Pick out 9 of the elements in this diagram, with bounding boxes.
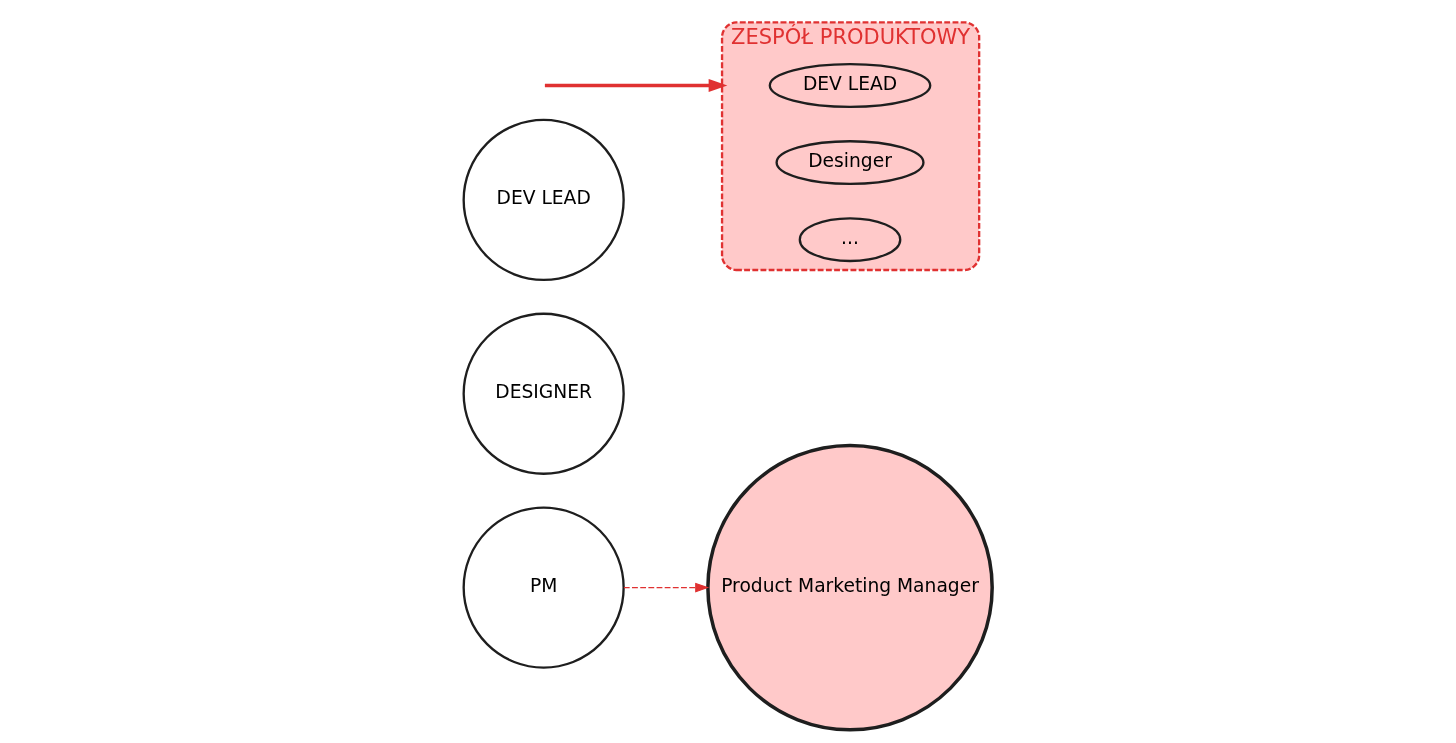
node-ellipse: Desinger — [775, 140, 925, 186]
arrow — [623, 582, 710, 593]
node-circle: DEV LEAD — [462, 118, 625, 282]
node-ellipse: ... — [798, 217, 902, 263]
node-circle: PM — [462, 506, 625, 669]
node-circle: DESIGNER — [462, 312, 625, 475]
node-ellipse: DEV LEAD — [768, 63, 932, 108]
arrow — [544, 78, 728, 93]
node-circle: Product Marketing Manager — [706, 443, 994, 732]
